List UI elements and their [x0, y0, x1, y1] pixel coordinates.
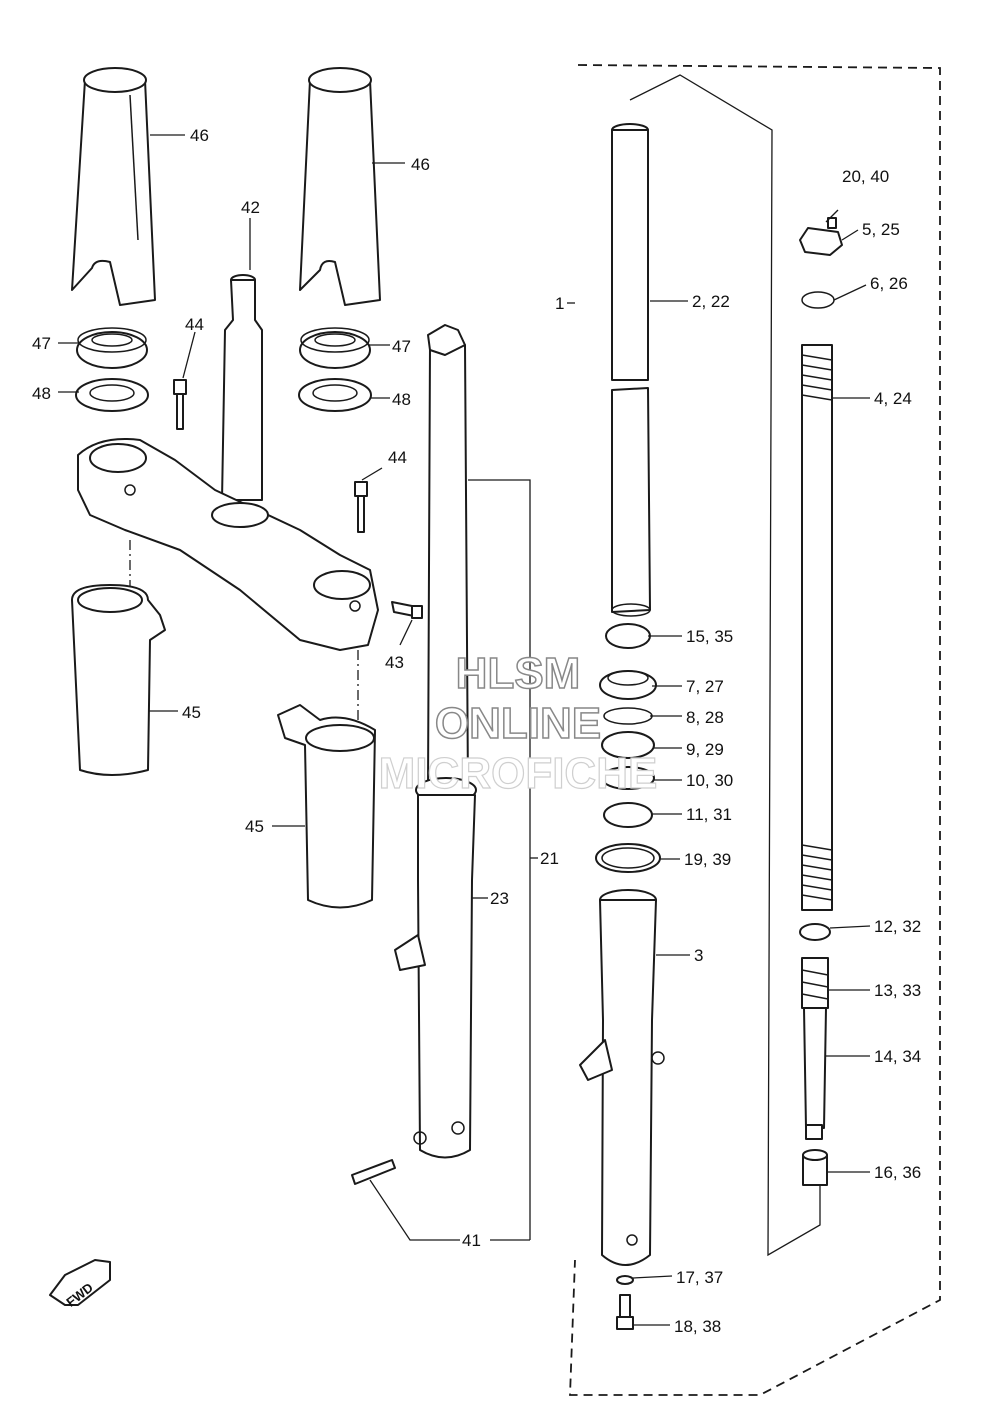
- callout-41: 41: [462, 1231, 481, 1250]
- callout-8-28: 8, 28: [686, 708, 724, 727]
- callout-7-27: 7, 27: [686, 677, 724, 696]
- callout-5-25: 5, 25: [862, 220, 900, 239]
- callout-19-39: 19, 39: [684, 850, 731, 869]
- bolt-43: [391, 601, 423, 619]
- callout-17-37: 17, 37: [676, 1268, 723, 1287]
- callout-47-right: 47: [392, 337, 411, 356]
- inner-tube: [611, 123, 651, 617]
- callout-1: 1: [555, 294, 564, 313]
- oil-lock-piece-16: [802, 1149, 828, 1186]
- callout-3: 3: [694, 946, 703, 965]
- bolt-44-left: [173, 379, 187, 430]
- lower-cover-right: [277, 704, 376, 909]
- callout-6-26: 6, 26: [870, 274, 908, 293]
- o-ring-6: [801, 291, 835, 309]
- callout-12-32: 12, 32: [874, 917, 921, 936]
- washer-48-left: [75, 378, 149, 412]
- lower-cover-left: [71, 584, 166, 776]
- bushing-11: [603, 802, 653, 828]
- callout-44-right: 44: [388, 448, 407, 467]
- damper-rod-14: [803, 1007, 827, 1140]
- rebound-spring-13: [801, 957, 829, 1009]
- callout-10-30: 10, 30: [686, 771, 733, 790]
- watermark-line-1: HLSM: [456, 649, 581, 698]
- callout-43: 43: [385, 653, 404, 672]
- washer-48-right: [298, 378, 372, 412]
- callout-46-left: 46: [190, 126, 209, 145]
- callout-16-36: 16, 36: [874, 1163, 921, 1182]
- seal-47-left: [76, 327, 148, 369]
- bracket-21: [468, 479, 531, 1240]
- steering-stem: [221, 274, 263, 501]
- callout-4-24: 4, 24: [874, 389, 912, 408]
- fork-assembly-boundary: [569, 64, 941, 1396]
- bracket-41: [369, 1179, 460, 1241]
- bolt-44-right: [354, 481, 368, 533]
- clip-8: [603, 707, 653, 725]
- cap-bolt: [799, 217, 843, 256]
- seal-9: [601, 731, 655, 759]
- outer-tube: [579, 889, 665, 1266]
- under-bracket: [77, 438, 379, 651]
- callout-21: 21: [540, 849, 559, 868]
- callout-42: 42: [241, 198, 260, 217]
- callout-44-left: 44: [185, 315, 204, 334]
- callout-45-right: 45: [245, 817, 264, 836]
- bolt-18: [616, 1294, 634, 1330]
- fork-spring: [801, 344, 833, 911]
- callout-15-35: 15, 35: [686, 627, 733, 646]
- washer-17: [616, 1275, 634, 1285]
- inner-group-boundary: [629, 74, 821, 1257]
- callout-18-38: 18, 38: [674, 1317, 721, 1336]
- callout-45-left: 45: [182, 703, 201, 722]
- ring-19: [595, 843, 661, 873]
- callout-14-34: 14, 34: [874, 1047, 921, 1066]
- callout-48-left: 48: [32, 384, 51, 403]
- seal-47-right: [299, 327, 371, 369]
- callout-48-right: 48: [392, 390, 411, 409]
- callout-13-33: 13, 33: [874, 981, 921, 1000]
- callout-23: 23: [490, 889, 509, 908]
- bushing-15: [605, 623, 651, 649]
- upper-cover-left: [71, 67, 156, 306]
- callout-20-40: 20, 40: [842, 167, 889, 186]
- callout-47-left: 47: [32, 334, 51, 353]
- callout-9-29: 9, 29: [686, 740, 724, 759]
- callout-11-31: 11, 31: [686, 805, 732, 824]
- forward-arrow-icon: [49, 1259, 111, 1306]
- fork-tube-assembly-left: [394, 324, 477, 1159]
- callout-2-22: 2, 22: [692, 292, 730, 311]
- callout-46-right: 46: [411, 155, 430, 174]
- ring-12: [799, 923, 831, 941]
- oil-seal-7: [599, 670, 657, 700]
- upper-cover-right: [299, 67, 381, 306]
- watermark-line-3: MICROFICHE: [379, 749, 658, 798]
- washer-10: [601, 766, 655, 790]
- bolt-41: [351, 1159, 396, 1185]
- watermark-line-2: ONLINE: [435, 699, 601, 748]
